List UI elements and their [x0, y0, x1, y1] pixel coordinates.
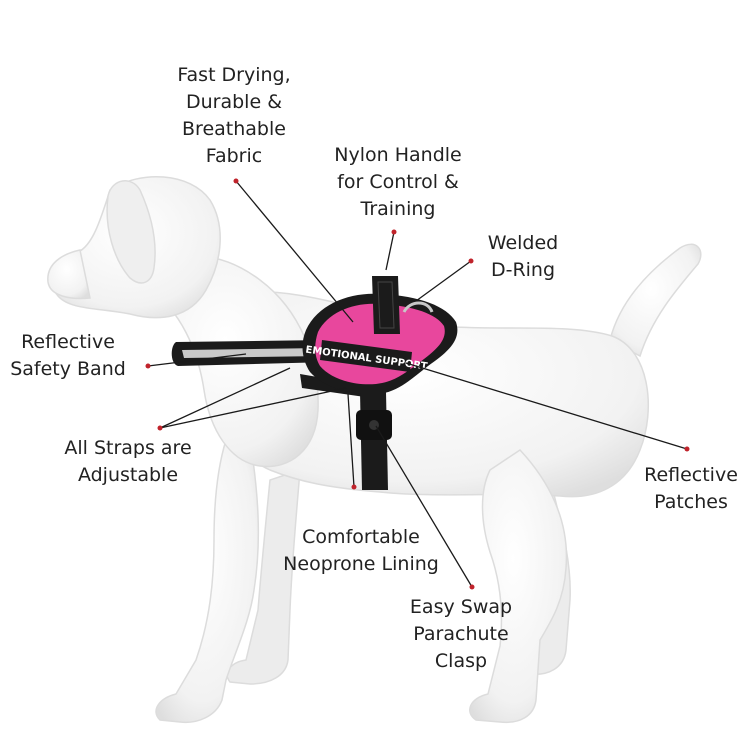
leader-patches	[405, 362, 688, 450]
callout-band: Reflective Safety Band	[10, 331, 126, 380]
leader-clasp	[375, 425, 473, 588]
harness: EMOTIONAL SUPPORT	[171, 276, 458, 490]
leader-band	[147, 353, 247, 367]
leader-lining	[347, 393, 355, 488]
clasp-strap	[360, 392, 388, 490]
callout-fabric: Fast Drying, Durable & Breathable Fabric	[177, 64, 291, 167]
callout-clasp: Easy Swap Parachute Clasp	[409, 596, 513, 672]
markers	[145, 178, 690, 590]
handle-stitch	[377, 281, 395, 329]
leader-fabric	[235, 180, 354, 323]
snout	[47, 249, 91, 300]
marker-handle	[391, 229, 397, 235]
leader-straps-1	[159, 367, 291, 429]
leader-handle	[385, 231, 395, 271]
marker-clasp	[469, 584, 475, 590]
callout-straps: All Straps are Adjustable	[64, 437, 192, 486]
far-front-leg	[226, 468, 301, 685]
callout-lining: Comfortable Neoprone Lining	[283, 526, 439, 575]
leader-straps-2	[159, 387, 347, 429]
marker-straps	[157, 425, 163, 431]
callout-d-ring: Welded D-Ring	[487, 232, 559, 281]
nylon-handle	[372, 276, 400, 334]
leader-lines	[147, 180, 688, 588]
tail	[609, 243, 702, 358]
marker-band	[145, 363, 151, 369]
near-front-leg	[155, 439, 260, 724]
marker-patches	[684, 446, 690, 452]
d-ring	[402, 301, 434, 313]
harness-pink-panel	[315, 303, 445, 385]
marker-lining	[351, 484, 357, 490]
reflective-stripe	[182, 348, 324, 358]
ear	[106, 180, 156, 284]
marker-d-ring	[468, 258, 474, 264]
leader-d-ring	[415, 260, 472, 302]
emotional-support-patch	[320, 340, 412, 372]
callout-patches: Reflective Patches	[644, 464, 738, 513]
callout-handle: Nylon Handle for Control & Training	[334, 144, 462, 220]
marker-fabric	[233, 178, 239, 184]
near-hind-leg	[469, 449, 568, 724]
